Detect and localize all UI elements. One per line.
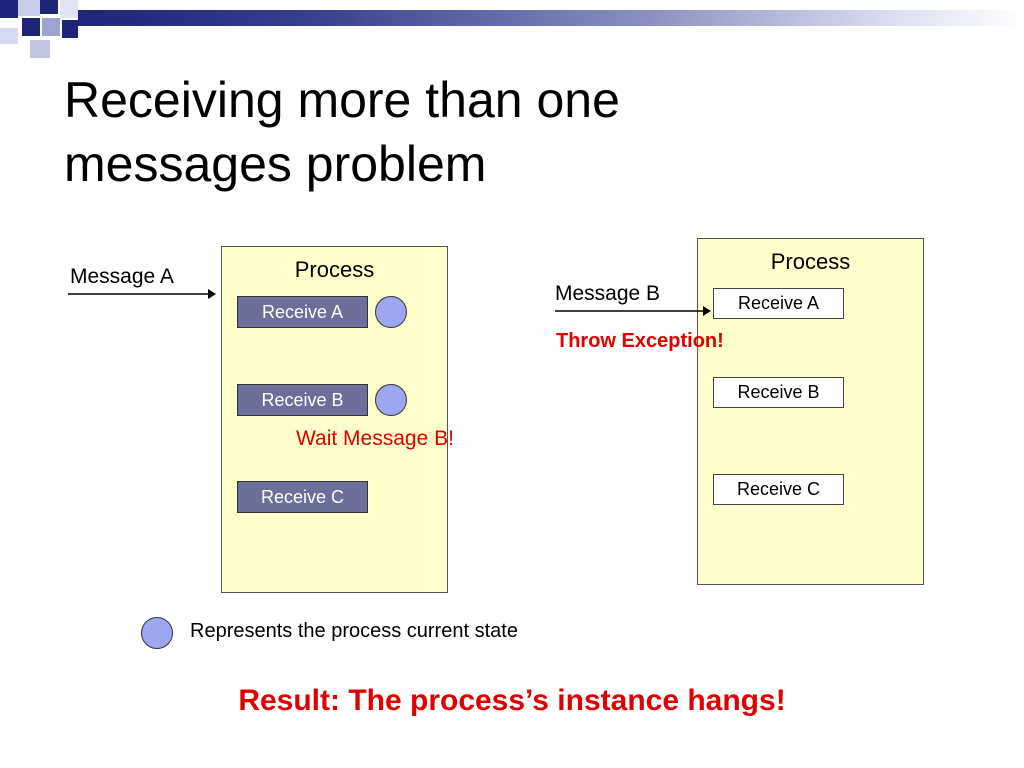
message-b-label: Message B (555, 282, 661, 305)
slide-title-line-2: messages problem (64, 136, 487, 192)
wait-message-note: Wait Message B! (296, 427, 454, 450)
result-text: Result: The process’s instance hangs! (238, 684, 786, 717)
left-receive-c: Receive C (237, 481, 368, 513)
state-circle-b (375, 384, 407, 416)
header-gradient-bar (78, 10, 1024, 26)
state-circle-a (375, 296, 407, 328)
legend-text: Represents the process current state (190, 620, 518, 642)
legend-state-circle (141, 617, 173, 649)
left-process-title: Process (294, 257, 375, 282)
message-b-arrow (555, 306, 711, 316)
left-receive-a: Receive A (237, 296, 368, 328)
right-process-title: Process (770, 249, 851, 274)
slide-title: Receiving more than one messages problem (64, 68, 964, 196)
message-a-arrow (68, 289, 216, 299)
message-a-label: Message A (70, 265, 174, 288)
right-receive-c: Receive C (713, 474, 844, 505)
throw-exception-note: Throw Exception! (556, 330, 724, 352)
right-receive-b: Receive B (713, 377, 844, 408)
slide-title-line-1: Receiving more than one (64, 72, 620, 128)
left-receive-b: Receive B (237, 384, 368, 416)
right-receive-a: Receive A (713, 288, 844, 319)
